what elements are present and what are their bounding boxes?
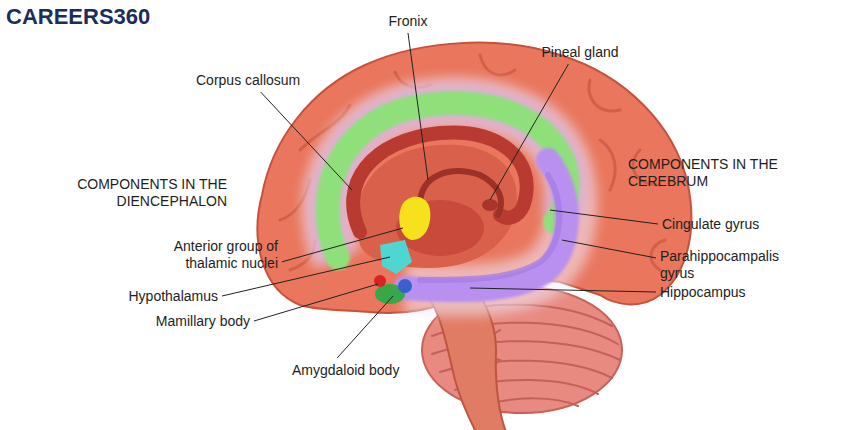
hippocampus [405, 160, 567, 290]
part-label: Parahippocampalis gyrus [660, 248, 800, 282]
leader-line [550, 210, 658, 224]
fornix [420, 171, 501, 215]
leader-line [490, 64, 568, 200]
hypothalamus [380, 240, 412, 274]
leader-line [337, 296, 393, 358]
part-label: Anterior group of thalamic nuclei [128, 238, 278, 272]
parahippocampal-gyrus [420, 175, 559, 280]
leader-line [254, 284, 378, 321]
part-label: Pineal gland [530, 44, 630, 61]
part-label: Cingulate gyrus [662, 216, 782, 233]
part-label: Hypothalamus [98, 288, 218, 305]
pineal-gland [482, 199, 498, 211]
part-label: Amygdaloid body [292, 362, 422, 379]
leader-line [282, 228, 403, 262]
sulcus [480, 55, 515, 75]
leader-line [470, 288, 656, 292]
limbic-halo [328, 103, 572, 290]
leader-line [261, 92, 352, 190]
group-heading: COMPONENTS IN THE DIENCEPHALON [62, 176, 227, 210]
leader-line [408, 33, 428, 180]
part-label: Hippocampus [660, 284, 780, 301]
sulcus [589, 80, 620, 111]
leader-line [562, 240, 656, 258]
sulcus [600, 140, 615, 190]
hippocampal-head [398, 279, 412, 293]
gyri [280, 55, 665, 270]
mamillary-body [374, 275, 386, 287]
part-label: Corpus callosum [196, 72, 326, 89]
group-heading: COMPONENTS IN THE CEREBRUM [628, 156, 788, 190]
watermark: CAREERS360 [6, 4, 176, 31]
anterior-thalamic-nuclei [399, 197, 430, 240]
part-label: Mamillary body [98, 313, 250, 330]
part-label: Fronix [378, 13, 438, 30]
